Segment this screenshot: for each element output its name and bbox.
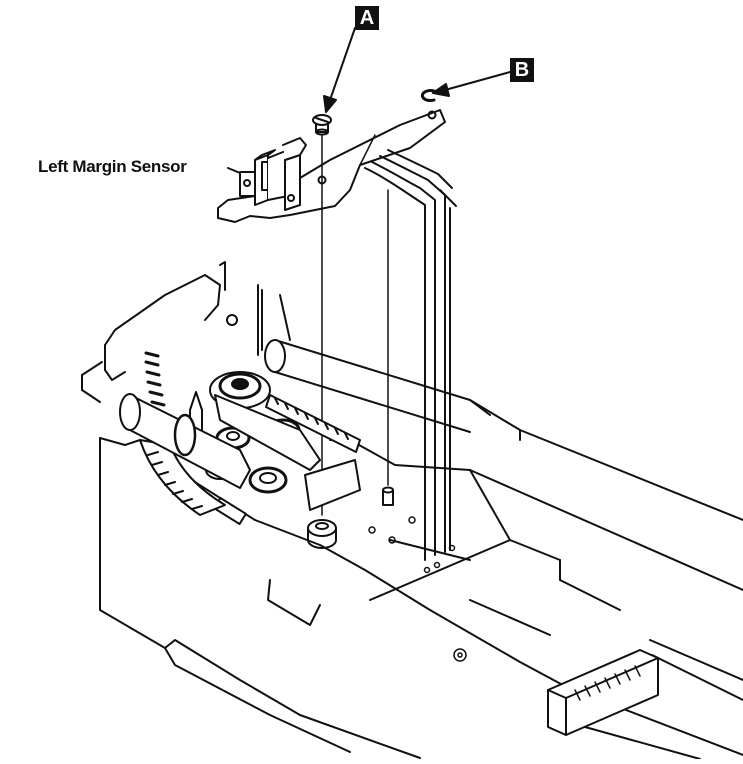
- callout-arrow-a: [323, 27, 356, 113]
- left-margin-sensor-label: Left Margin Sensor: [38, 157, 187, 176]
- callout-a-label: A: [359, 7, 375, 29]
- sensor-bracket: [217, 109, 446, 223]
- alignment-lines: [321, 134, 389, 516]
- callout-a-box: A: [355, 6, 379, 30]
- flat-cable-bundle: [364, 149, 457, 561]
- front-roller: [119, 393, 251, 489]
- left-margin-sensor: [239, 137, 307, 211]
- callout-b-box: B: [510, 58, 534, 82]
- e-clip-b: [420, 89, 438, 103]
- carriage-frame: [81, 274, 743, 760]
- callout-arrow-b: [432, 71, 511, 97]
- rear-upright: [219, 261, 291, 356]
- cable-connector: [547, 649, 659, 736]
- rear-guide-shaft: [264, 339, 521, 441]
- screw-a: [312, 114, 332, 136]
- callout-b-label: B: [514, 59, 530, 81]
- mounting-post: [307, 519, 337, 549]
- standoff: [382, 486, 394, 506]
- plate-holes: [368, 516, 467, 662]
